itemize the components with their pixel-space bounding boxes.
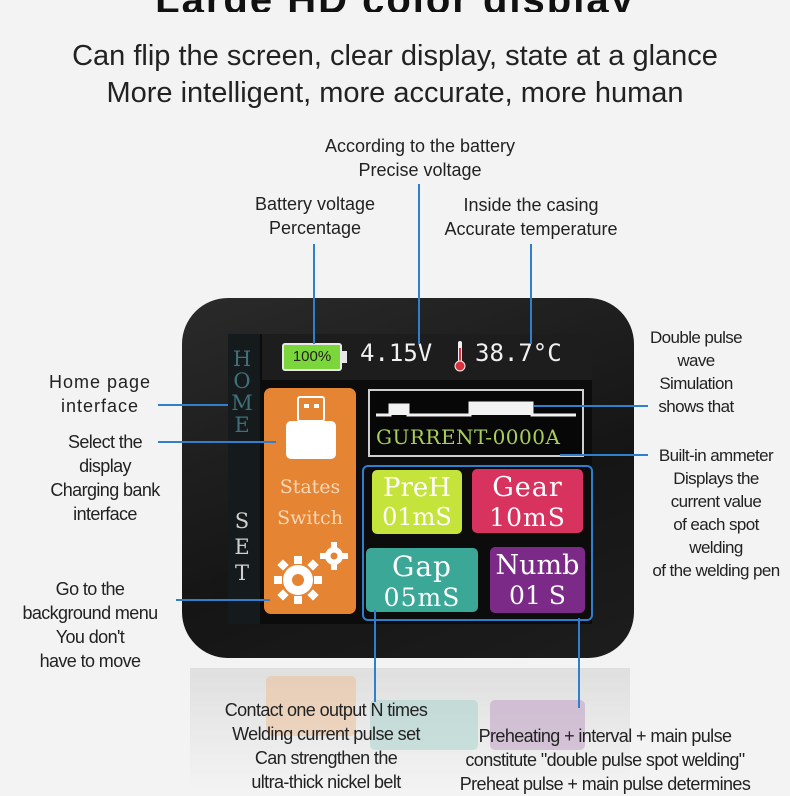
connector-line bbox=[578, 618, 580, 708]
callout-text: Contact one output N times bbox=[224, 700, 428, 720]
callout-text: Battery voltage bbox=[254, 194, 376, 214]
callout-text: constitute "double pulse spot welding" bbox=[465, 750, 745, 770]
pulse-waveform bbox=[376, 401, 576, 417]
pulse-waveform-display bbox=[368, 389, 584, 457]
callout-ammeter: Built-in ammeter Displays the current va… bbox=[644, 444, 788, 582]
connector-line bbox=[418, 184, 420, 344]
callout-text: display bbox=[79, 456, 131, 476]
battery-tip bbox=[342, 351, 347, 363]
reflection-purple bbox=[490, 700, 585, 750]
connector-line bbox=[176, 599, 270, 601]
callout-home-page: Home page interface bbox=[20, 370, 180, 418]
usb-pin bbox=[304, 404, 309, 408]
home-tab[interactable]: H O M E bbox=[229, 348, 255, 436]
side-panel bbox=[228, 334, 260, 624]
set-letter: S bbox=[234, 509, 250, 533]
gap-tile[interactable]: Gap 05mS bbox=[366, 548, 478, 612]
usb-pin bbox=[314, 404, 319, 408]
connector-line bbox=[313, 244, 315, 344]
gap-label: Gap bbox=[392, 550, 452, 583]
reflection-orange bbox=[266, 676, 356, 736]
preh-label: PreH bbox=[383, 473, 451, 503]
connector-line bbox=[158, 404, 228, 406]
callout-casing-temperature: Inside the casing Accurate temperature bbox=[420, 193, 642, 241]
callout-text: ultra-thick nickel belt bbox=[251, 772, 401, 792]
callout-text: of the welding pen bbox=[652, 561, 780, 580]
pulse-settings-frame bbox=[362, 465, 593, 621]
voltage-readout: 4.15V bbox=[360, 339, 433, 367]
callout-precise-voltage: According to the battery Precise voltage bbox=[290, 134, 550, 182]
gap-value: 05mS bbox=[383, 583, 461, 612]
home-letter: H bbox=[232, 347, 252, 371]
states-label: States bbox=[279, 476, 341, 498]
callout-text: Home page bbox=[48, 372, 152, 392]
callout-text: of each spot bbox=[673, 515, 759, 534]
callout-text: interface bbox=[60, 396, 140, 416]
callout-text: Charging bank bbox=[50, 480, 160, 500]
callout-contact-output: Contact one output N times Welding curre… bbox=[200, 698, 452, 794]
device-reflection bbox=[190, 668, 630, 790]
current-readout: GURRENT-0000A bbox=[376, 425, 561, 449]
usb-plug-body bbox=[286, 421, 336, 459]
callout-text: According to the battery bbox=[324, 136, 516, 156]
callout-text: wave bbox=[677, 351, 715, 370]
gear-value: 10mS bbox=[489, 503, 566, 532]
preh-value: 01mS bbox=[382, 503, 452, 531]
callout-text: Precise voltage bbox=[358, 160, 482, 180]
callout-battery-percentage: Battery voltage Percentage bbox=[220, 192, 410, 240]
callout-text: welding bbox=[689, 538, 743, 557]
tagline-2: More intelligent, more accurate, more hu… bbox=[106, 77, 684, 109]
reflection-teal bbox=[370, 700, 478, 750]
callout-text: Displays the bbox=[673, 469, 759, 488]
set-letter: T bbox=[234, 561, 249, 585]
temperature-readout: 38.7°C bbox=[475, 339, 562, 367]
connector-line bbox=[158, 441, 276, 443]
gear-label: Gear bbox=[492, 472, 563, 503]
connector-line bbox=[530, 244, 532, 344]
battery-icon: 100% bbox=[282, 343, 342, 371]
callout-text: Inside the casing bbox=[463, 195, 599, 215]
thermometer-icon bbox=[454, 341, 466, 372]
callout-text: Built-in ammeter bbox=[658, 446, 774, 465]
callout-text: current value bbox=[670, 492, 762, 511]
home-letter: E bbox=[234, 413, 250, 437]
callout-text: Double pulse bbox=[649, 328, 743, 347]
preh-tile[interactable]: PreH 01mS bbox=[372, 470, 462, 534]
callout-text: Select the bbox=[67, 432, 143, 452]
usb-icon bbox=[297, 396, 325, 422]
numb-value: 01 S bbox=[509, 581, 566, 610]
set-letter: E bbox=[234, 535, 250, 559]
set-tab[interactable]: S E T bbox=[229, 510, 255, 588]
callout-text: background menu bbox=[22, 603, 158, 623]
callout-text: shows that bbox=[658, 397, 734, 416]
callout-text: Go to the bbox=[55, 579, 125, 599]
callout-preheating: Preheating + interval + main pulse const… bbox=[430, 724, 780, 796]
home-letter: O bbox=[233, 369, 251, 393]
callout-text: have to move bbox=[39, 651, 141, 671]
headline-cut: Large HD color display bbox=[0, 0, 790, 12]
connector-line bbox=[560, 454, 648, 456]
callout-text: Percentage bbox=[268, 218, 362, 238]
gear-tile[interactable]: Gear 10mS bbox=[472, 469, 583, 533]
callout-text: Preheating + interval + main pulse bbox=[478, 726, 732, 746]
switch-label: Switch bbox=[277, 507, 343, 529]
numb-tile[interactable]: Numb 01 S bbox=[490, 547, 585, 613]
numb-label: Numb bbox=[495, 550, 580, 581]
callout-text: Accurate temperature bbox=[444, 219, 618, 239]
callout-text: interface bbox=[73, 504, 137, 524]
callout-text: Welding current pulse set bbox=[232, 724, 420, 744]
callout-text: Can strengthen the bbox=[254, 748, 398, 768]
callout-text: You don't bbox=[55, 627, 125, 647]
tagline-1: Can flip the screen, clear display, stat… bbox=[72, 40, 718, 72]
callout-background-menu: Go to the background menu You don't have… bbox=[0, 577, 180, 673]
callout-text: Preheat pulse + main pulse determines bbox=[459, 774, 751, 794]
connector-line bbox=[534, 405, 648, 407]
callout-double-pulse: Double pulse wave Simulation shows that bbox=[636, 326, 756, 418]
connector-line bbox=[374, 610, 376, 702]
home-letter: M bbox=[231, 391, 253, 415]
callout-text: Simulation bbox=[659, 374, 733, 393]
callout-select-display: Select the display Charging bank interfa… bbox=[25, 430, 185, 526]
gears-icon[interactable] bbox=[270, 540, 354, 604]
